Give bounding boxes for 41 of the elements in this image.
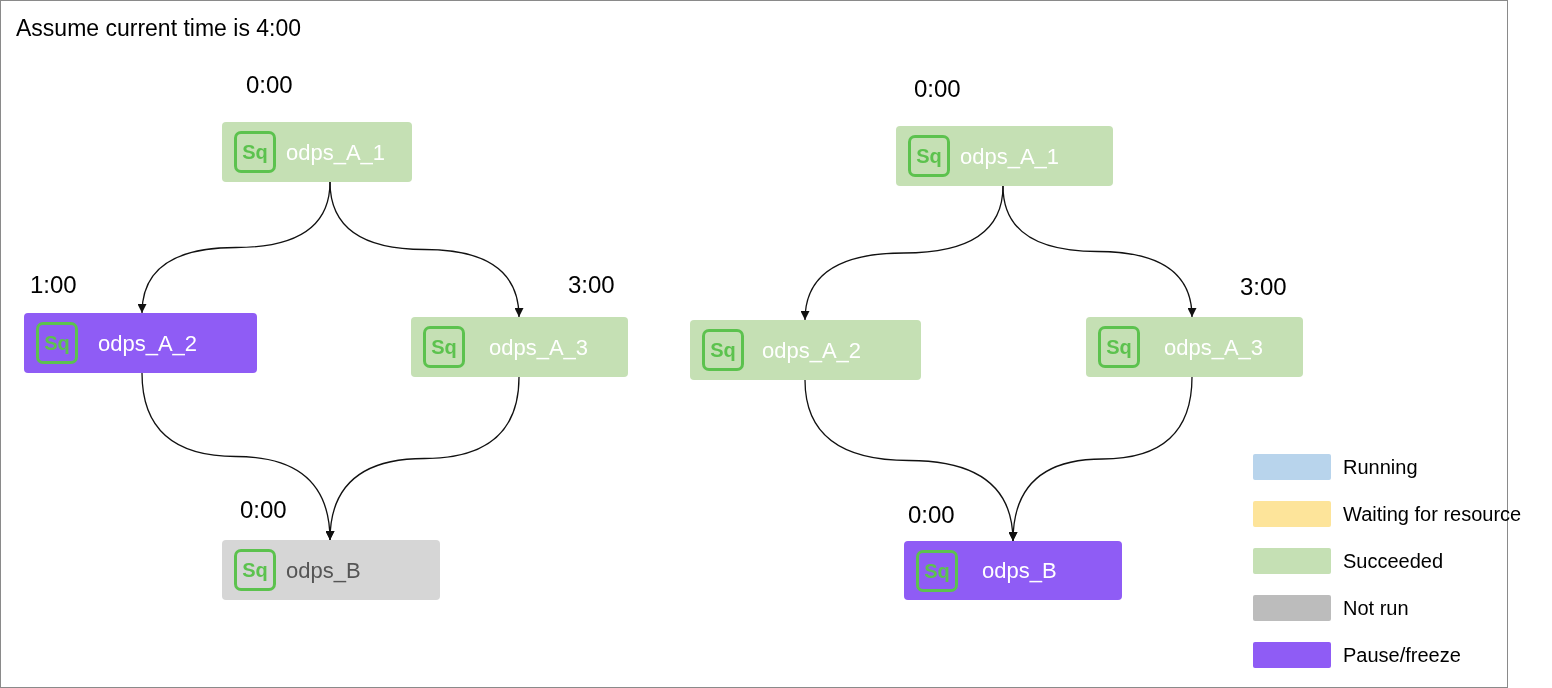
legend-label: Succeeded	[1343, 549, 1444, 574]
legend-label: Running	[1343, 455, 1418, 480]
task-node	[411, 317, 628, 377]
time-label: 0:00	[914, 74, 961, 104]
sql-icon: Sq	[916, 549, 958, 592]
sql-icon: Sq	[702, 329, 744, 371]
task-name: odps_A_3	[489, 333, 589, 362]
time-label: 1:00	[30, 270, 77, 300]
curved-arrow	[1008, 376, 1193, 542]
task-node	[1086, 317, 1303, 377]
sql-icon: Sq	[234, 549, 276, 591]
title: Assume current time is 4:00	[16, 14, 302, 43]
task-node	[690, 320, 921, 380]
time-label: 0:00	[246, 70, 293, 100]
legend-label: Pause/freeze	[1343, 643, 1461, 668]
task-node	[896, 126, 1113, 186]
task-name: odps_A_1	[960, 142, 1060, 171]
time-label: 0:00	[908, 500, 955, 530]
task-name: odps_B	[286, 556, 361, 585]
time-label: 3:00	[568, 270, 615, 300]
legend-label: Waiting for resource	[1343, 502, 1522, 527]
task-name: odps_B	[982, 557, 1057, 585]
curved-arrow	[325, 376, 520, 541]
task-name: odps_A_1	[286, 138, 386, 167]
curved-arrow	[329, 181, 523, 318]
task-node	[222, 122, 412, 182]
curved-arrow	[1002, 185, 1196, 318]
sql-icon: Sq	[36, 322, 78, 364]
time-label: 0:00	[240, 495, 287, 525]
task-node	[904, 541, 1122, 600]
sql-icon: Sq	[423, 326, 465, 368]
task-node	[24, 313, 257, 373]
sql-icon: Sq	[234, 131, 276, 173]
task-name: odps_A_3	[1164, 333, 1264, 362]
task-node	[222, 540, 440, 600]
task-name: odps_A_2	[98, 329, 198, 358]
legend-label: Not run	[1343, 596, 1409, 621]
sql-icon: Sq	[1098, 326, 1140, 368]
time-label: 3:00	[1240, 272, 1287, 302]
sql-icon: Sq	[908, 135, 950, 177]
task-name: odps_A_2	[762, 336, 862, 365]
